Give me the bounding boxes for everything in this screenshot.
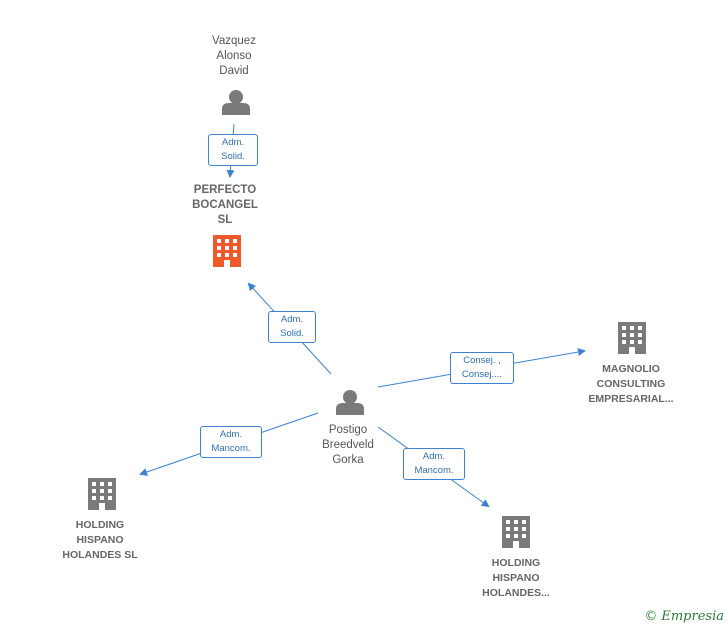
brand-logo[interactable]: ©Empresia	[644, 609, 724, 624]
building-icon[interactable]	[502, 516, 530, 548]
building-icon[interactable]	[213, 235, 241, 267]
edge-label-postigo-holding2[interactable]: Adm. Mancom.	[403, 448, 465, 480]
node-label-holding1[interactable]: HOLDING HISPANO HOLANDES SL	[62, 519, 138, 561]
person-icon[interactable]	[336, 390, 364, 415]
node-label-perfecto[interactable]: PERFECTO BOCANGEL SL	[192, 184, 258, 226]
node-label-vazquez[interactable]: Vazquez Alonso David	[212, 35, 256, 77]
building-icon[interactable]	[618, 322, 646, 354]
edge-label-postigo-holding1[interactable]: Adm. Mancom.	[200, 426, 262, 458]
brand-name: Empresia	[661, 609, 724, 624]
person-icon[interactable]	[222, 90, 250, 115]
building-icon[interactable]	[88, 478, 116, 510]
node-label-holding2[interactable]: HOLDING HISPANO HOLANDES...	[482, 557, 550, 599]
copyright-icon: ©	[644, 609, 658, 624]
edge-label-vazquez-perfecto[interactable]: Adm. Solid.	[208, 134, 258, 166]
edge-label-postigo-perfecto[interactable]: Adm. Solid.	[268, 311, 316, 343]
node-label-magnolio[interactable]: MAGNOLIO CONSULTING EMPRESARIAL...	[588, 363, 674, 405]
node-label-postigo[interactable]: Postigo Breedveld Gorka	[322, 424, 374, 466]
edge-label-postigo-magnolio[interactable]: Consej. , Consej....	[450, 352, 514, 384]
